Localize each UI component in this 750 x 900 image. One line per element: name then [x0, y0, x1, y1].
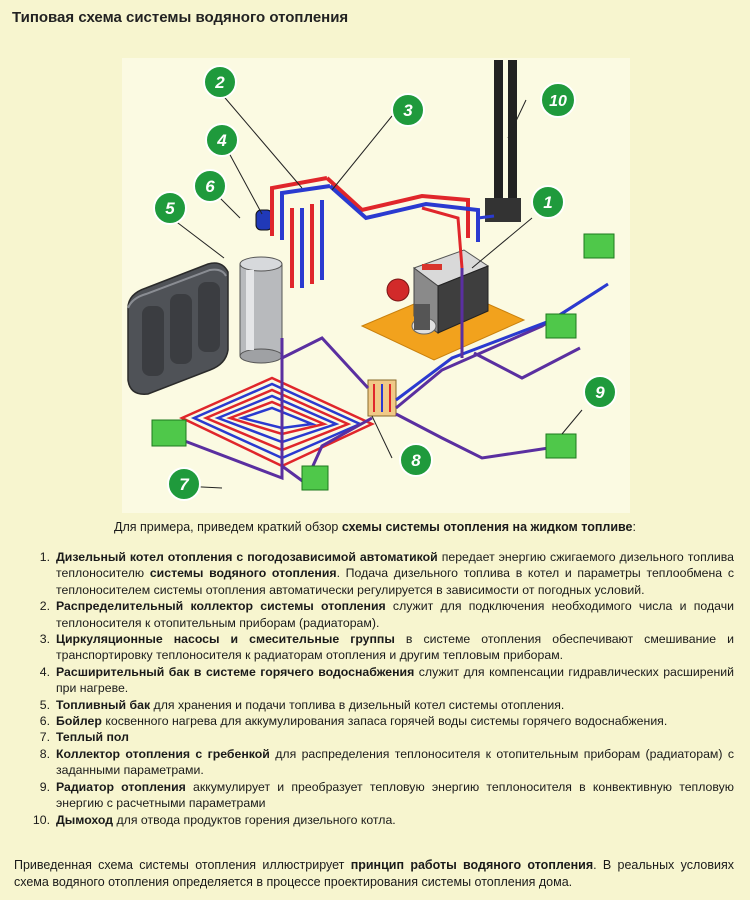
svg-text:6: 6	[205, 177, 215, 196]
callout-4: 4	[205, 123, 239, 157]
intro-post: :	[632, 520, 636, 534]
comb-collector	[367, 379, 397, 417]
intro-text: Для примера, приведем краткий обзор схем…	[0, 520, 750, 534]
radiator-pipes	[181, 268, 609, 481]
footer-text: Приведенная схема системы отопления иллю…	[14, 857, 734, 891]
page-title: Типовая схема системы водяного отопления	[12, 9, 349, 26]
legend-item-4: 4.Расширительный бак в системе горячего …	[39, 664, 734, 696]
intro-bold: схемы системы отопления на жидком топлив…	[341, 520, 633, 534]
callout-8: 8	[399, 443, 433, 477]
chimney	[485, 60, 521, 222]
svg-text:3: 3	[403, 101, 413, 120]
callout-10: 10	[540, 82, 576, 118]
intro-pre: Для примера, приведем краткий обзор	[114, 520, 342, 534]
legend-item-1: 1.Дизельный котел отопления с погодозави…	[39, 550, 735, 597]
callout-7: 7	[167, 467, 201, 501]
boiler	[386, 249, 490, 335]
callout-1: 1	[531, 185, 565, 219]
legend-item-9: 9.Радиатор отопления аккумулирует и прео…	[39, 779, 734, 811]
expansion-tank	[255, 209, 273, 231]
legend-list: 1.Дизельный котел отопления с погодозави…	[22, 549, 734, 828]
legend-item-2: 2.Распределительный коллектор системы от…	[39, 599, 734, 630]
svg-text:7: 7	[179, 475, 190, 494]
legend-item-10: 10.Дымоход для отвода продуктов горения …	[32, 812, 396, 827]
svg-text:1: 1	[543, 193, 552, 212]
callout-5: 5	[153, 191, 187, 225]
svg-text:9: 9	[595, 383, 605, 402]
svg-text:10: 10	[549, 93, 567, 110]
radiators	[151, 233, 615, 491]
svg-text:5: 5	[165, 199, 175, 218]
svg-text:2: 2	[214, 73, 225, 92]
manifold-pipes	[270, 176, 495, 288]
callout-6: 6	[193, 169, 227, 203]
callout-3: 3	[391, 93, 425, 127]
svg-text:8: 8	[411, 451, 421, 470]
svg-text:4: 4	[216, 131, 227, 150]
fuel-tank	[127, 262, 229, 395]
footer-pre: Приведенная схема системы отопления иллю…	[14, 858, 351, 872]
legend-item-7: 7.Теплый пол	[39, 730, 129, 745]
heating-diagram: 1 2 3 4 5 6 7 8	[122, 58, 630, 513]
legend-item-5: 5.Топливный бак для хранения и подачи то…	[39, 697, 565, 712]
callout-9: 9	[583, 375, 617, 409]
legend-item-8: 8.Коллектор отопления с гребенкой для ра…	[39, 746, 734, 778]
callout-2: 2	[203, 65, 237, 99]
legend-item-6: 6.Бойлер косвенного нагрева для аккумули…	[39, 714, 668, 729]
footer-bold: принцип работы водяного отопления	[350, 858, 594, 872]
indirect-boiler	[239, 256, 283, 364]
legend-item-3: 3.Циркуляционные насосы и смесительные г…	[39, 632, 734, 663]
footer-post: . В реальных условиях схема водяного ото…	[14, 858, 734, 889]
leader-lines	[173, 91, 583, 489]
